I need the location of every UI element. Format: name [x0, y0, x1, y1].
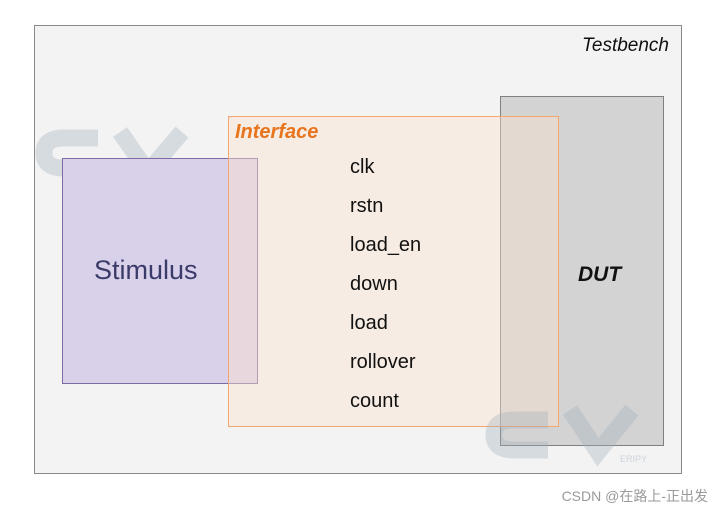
interface-box: [228, 116, 559, 427]
testbench-label: Testbench: [582, 35, 669, 56]
stimulus-box: [62, 158, 258, 384]
signal-item: down: [350, 273, 398, 295]
signal-item: rollover: [350, 351, 416, 373]
signal-item: count: [350, 390, 399, 412]
dut-box: [500, 96, 664, 446]
signal-item: load: [350, 312, 388, 334]
interface-signal-list: clk rstn load_en down load rollover coun…: [350, 148, 421, 421]
signal-item: clk: [350, 156, 375, 178]
interface-label: Interface: [235, 121, 319, 143]
stimulus-label: Stimulus: [94, 255, 198, 285]
signal-item: rstn: [350, 195, 384, 217]
signal-item: load_en: [350, 234, 422, 256]
dut-label: DUT: [578, 263, 622, 286]
footer-credit: CSDN @在路上-正出发: [561, 488, 708, 504]
